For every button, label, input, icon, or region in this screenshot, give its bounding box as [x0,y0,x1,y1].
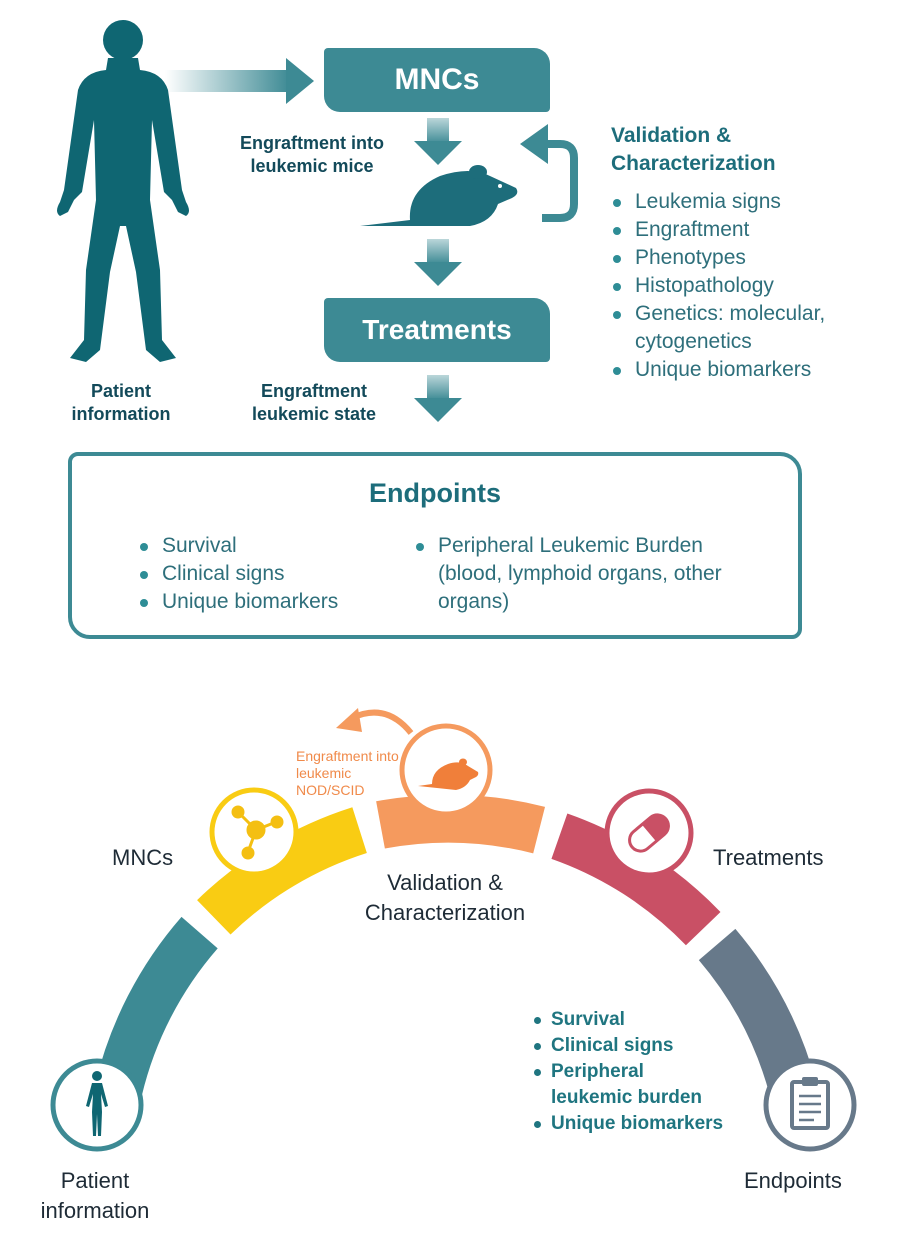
mouse-icon [360,165,518,226]
list-item: Histopathology [611,272,881,300]
bottom-patient-label: Patient information [40,1168,150,1223]
list-item: Survival [534,1007,764,1033]
list-item: Genetics: molecular, cytogenetics [611,300,871,356]
endpoints-right-list: Peripheral Leukemic Burden (blood, lymph… [414,532,744,616]
treatments-box-label: Treatments [362,314,512,345]
list-item: Survival [138,532,388,560]
validation-list: Leukemia signs Engraftment Phenotypes Hi… [611,188,881,384]
list-item: Unique biomarkers [138,588,388,616]
endpoints-title: Endpoints [369,478,501,508]
bottom-treatments-label: Treatments [713,845,824,870]
list-item: Peripheral Leukemic Burden (blood, lymph… [414,532,744,616]
engraftment-mice-label: Engraftment into leukemic mice [240,133,384,176]
arrow-down-2 [414,239,462,286]
list-item: Unique biomarkers [534,1111,764,1137]
treatments-box: Treatments [324,298,550,362]
engraftment-state-label: Engraftment leukemic state [251,381,377,424]
arrow-to-mncs [165,58,314,104]
small-mouse-icon [418,758,479,790]
list-item: Clinical signs [138,560,388,588]
list-item: Engraftment [611,216,881,244]
bottom-endpoints-label: Endpoints [744,1168,842,1193]
list-item: Phenotypes [611,244,881,272]
endpoints-left-list: Survival Clinical signs Unique biomarker… [138,532,388,616]
mncs-box: MNCs [324,48,550,112]
arrow-down-1 [414,118,462,165]
mouse-circle [399,723,493,817]
patient-circle [50,1058,144,1152]
bottom-validation-label: Validation & Characterization [364,870,526,925]
patient-info-label: Patient information [71,381,171,424]
clipboard-icon [790,1077,830,1130]
clipboard-circle [763,1058,857,1152]
endpoints-box [68,452,802,639]
bottom-endpoint-list: Survival Clinical signs Peripheral leuke… [534,1007,764,1137]
pill-icon [628,813,670,853]
molecule-icon [231,805,284,860]
list-item: Unique biomarkers [611,356,881,384]
list-item: Leukemia signs [611,188,881,216]
bottom-mncs-label: MNCs [112,845,174,870]
arrow-down-3 [414,375,462,422]
mncs-box-label: MNCs [394,63,480,96]
arc-segment-validation [376,794,546,854]
loop-arrow [520,124,578,222]
orange-loop-arrow [336,708,414,735]
molecule-circle [209,787,299,877]
list-item: Peripheral leukemic burden [534,1059,726,1111]
small-human-icon [86,1071,108,1136]
human-figure-icon [57,20,189,362]
bottom-engraftment-note: Engraftment into leukemic NOD/SCID [296,748,399,798]
pill-circle [604,788,694,878]
list-item: Clinical signs [534,1033,764,1059]
validation-heading: Validation & Characterization [611,124,776,175]
arc-segment-patient [95,916,218,1096]
